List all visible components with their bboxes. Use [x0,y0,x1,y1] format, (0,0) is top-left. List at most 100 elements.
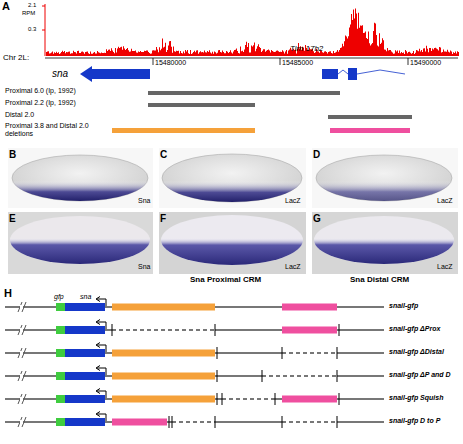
label: gfp [54,293,64,301]
label: Distal 2.0 [5,111,34,119]
breakpoint [337,370,338,382]
gfp-box [56,303,65,311]
promoter-arrow [96,320,100,325]
region-bar [328,115,412,119]
label: B [9,149,16,160]
region-bar [148,103,255,107]
label: snail-gfp ΔProx [389,325,440,333]
break-gap [20,374,23,378]
tick [42,6,45,7]
deletion [282,421,337,423]
deletion [112,329,215,331]
label: snail-gfp D to P [389,417,440,425]
sna-gene [80,66,150,82]
label: D [313,149,320,160]
sna-box [65,418,105,426]
break-mark [18,348,22,358]
breakpoint [339,324,340,336]
label: Proximal 3.8 and Distal 2.0 deletions [5,122,103,137]
breakpoint [262,370,263,382]
label: Proximal 6.0 (Ip, 1992) [5,87,76,95]
label: Proximal 2.2 (Ip, 1992) [5,99,76,107]
label: Sna [138,197,150,205]
label: Tim 17b2 [290,45,323,54]
label: Chr 2L: [3,54,29,63]
label: LacZ [437,197,453,205]
breakpoint [172,416,173,428]
break-mark [18,417,22,427]
label: 0.3 [28,26,36,33]
deletion-gap [112,328,215,332]
label: sna [80,293,91,301]
label: H [4,287,12,299]
breakpoint [217,393,218,405]
proximal-deletion [112,128,255,133]
break-gap [20,328,23,332]
label: snail-gfp ΔP and D [389,371,451,379]
exon [348,68,357,80]
deletion [282,352,337,354]
chromosome-axis [45,58,458,59]
chip-peaks [46,9,459,57]
label: C [160,149,167,160]
deletion-gap [222,397,275,401]
breakpoint [337,347,338,359]
crm-box [112,419,167,426]
deletion-gap [172,420,215,424]
crm-box [112,304,215,311]
breakpoint [215,324,216,336]
breakpoint [275,393,276,405]
label: A [2,0,10,12]
label: snail-gfp [389,302,418,310]
region-bar [148,91,340,95]
promoter-arrow [96,343,100,348]
break-gap [20,397,23,401]
break-gap [20,305,23,309]
crm-box [112,350,215,357]
label: 15490000 [410,59,441,67]
gfp-box [56,349,65,357]
break-gap [20,351,23,355]
crm-box [112,396,215,403]
promoter-arrow [96,412,100,417]
crm-box [282,327,337,334]
gfp-box [56,372,65,380]
breakpoint [169,416,170,428]
label: Sna Proximal CRM [190,276,261,285]
label: LacZ [285,263,301,271]
breakpoint [282,347,283,359]
sna-box [65,372,105,380]
break-mark [18,325,22,335]
gfp-box [56,418,65,426]
sna-box [65,326,105,334]
label: LacZ [285,197,301,205]
promoter-arrow [96,389,100,394]
label: G [313,213,321,224]
label: 15485000 [282,59,313,67]
promoter-arrow [96,366,100,371]
promoter-arrow [96,297,100,302]
deletion-gap [262,374,337,378]
tick [42,30,45,31]
crm-box [282,396,337,403]
distal-deletion [330,128,410,133]
label: 15480000 [155,59,186,67]
label: snail-gfp ΔDistal [389,348,444,356]
sna-box [65,303,105,311]
breakpoint [217,347,218,359]
sna-box [65,349,105,357]
crm-box [282,304,337,311]
break-mark [18,394,22,404]
label: snail-gfp Squish [389,394,443,402]
breakpoint [282,416,283,428]
breakpoint [215,416,216,428]
label: E [9,213,16,224]
breakpoint [217,370,218,382]
sna-box [65,395,105,403]
breakpoint [339,393,340,405]
label: F [160,213,166,224]
breakpoint [337,416,338,428]
deletion [222,398,275,400]
deletion-gap [282,351,337,355]
